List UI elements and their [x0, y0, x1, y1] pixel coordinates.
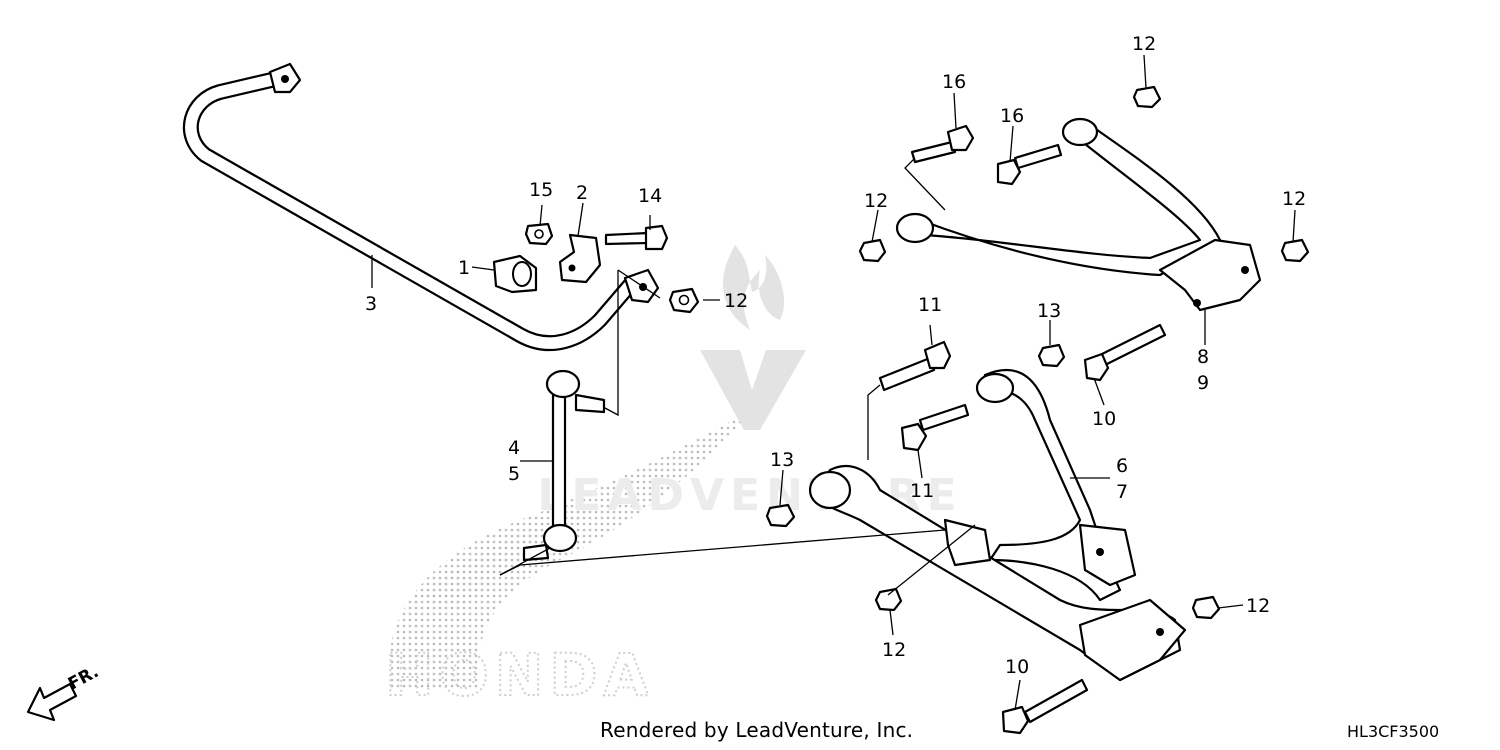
render-credit: Rendered by LeadVenture, Inc.: [600, 718, 914, 742]
honda-watermark: HONDA: [385, 641, 654, 709]
front-direction-marker: FR.: [26, 662, 102, 722]
flange-nut-12-bar: [668, 287, 700, 314]
stabilizer-link: [522, 369, 606, 562]
callout-4: 4: [508, 437, 520, 459]
callout-12-upper-right: 12: [1282, 188, 1306, 210]
flange-bolt-14: [604, 224, 669, 251]
callout-12-lower-left: 12: [882, 639, 906, 661]
flange-bolt-10-bottom: [1001, 678, 1089, 735]
callout-16-right: 16: [1000, 105, 1024, 127]
callout-2: 2: [576, 182, 588, 204]
lower-arm: [808, 369, 1187, 682]
leader-lines: [371, 54, 1296, 711]
callout-14: 14: [638, 185, 662, 207]
callout-3: 3: [365, 293, 377, 315]
callout-9: 9: [1197, 372, 1209, 394]
stabilizer-bushing: [492, 254, 538, 294]
callout-13-left: 13: [770, 449, 794, 471]
flange-nut-15: [524, 222, 554, 246]
callout-12-lower-right: 12: [1246, 595, 1270, 617]
front-arrow-icon: [26, 682, 78, 722]
flange-nut-12-upper-right: [1280, 238, 1310, 263]
callout-12-bar: 12: [724, 290, 748, 312]
flange-bolt-10-right: [1083, 323, 1167, 382]
callout-12-upper-left: 12: [864, 190, 888, 212]
leadventure-logo-watermark: [700, 245, 806, 430]
flange-nut-12-lower-left: [874, 587, 903, 612]
callout-11-mid: 11: [910, 480, 934, 502]
callout-15: 15: [529, 179, 553, 201]
callout-7: 7: [1116, 481, 1128, 503]
flange-nut-12-lower-right: [1191, 595, 1221, 620]
flange-nut-13a: [1037, 343, 1066, 368]
callout-8: 8: [1197, 346, 1209, 368]
flange-nut-12-upper-top: [1132, 85, 1162, 109]
upper-arm: [895, 117, 1262, 312]
callout-5: 5: [508, 463, 520, 485]
callout-16-left: 16: [942, 71, 966, 93]
callout-10-right: 10: [1092, 408, 1116, 430]
flange-bolt-11a: [878, 340, 952, 392]
stabilizer-bar: [182, 62, 660, 352]
flange-nut-12-upper-left: [858, 238, 887, 263]
callout-12-upper-top: 12: [1132, 33, 1156, 55]
bushing-holder: [558, 233, 602, 284]
callout-labels: 1 2 3 4 5 6 7 8 9 10 10 11 11 12 12 12 1…: [365, 33, 1306, 678]
callout-6: 6: [1116, 455, 1128, 477]
callout-10-bottom: 10: [1005, 656, 1029, 678]
callout-13-top: 13: [1037, 300, 1061, 322]
flange-nut-13b: [765, 503, 796, 528]
flange-bolt-16a: [910, 124, 975, 164]
diagram-code: HL3CF3500: [1347, 722, 1440, 741]
flange-bolt-11b: [900, 403, 970, 452]
flange-bolt-16b: [996, 143, 1063, 186]
callout-11-top: 11: [918, 294, 942, 316]
callout-1: 1: [458, 257, 470, 279]
